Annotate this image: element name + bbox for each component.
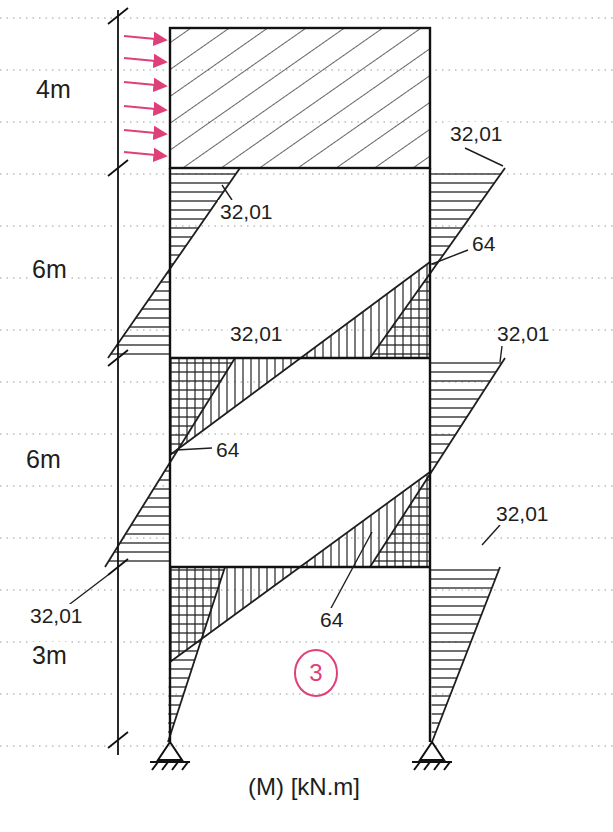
dimension-label: 4m: [34, 76, 73, 104]
moment-value: 32,01: [218, 200, 275, 223]
callout-number: 3: [307, 660, 324, 686]
moment-value: 32,01: [228, 322, 285, 345]
moment-value: 64: [214, 438, 241, 461]
dimension-label: 3m: [30, 642, 69, 670]
moment-value: 64: [470, 232, 497, 255]
diagram-caption: (M) [kN.m]: [246, 774, 362, 800]
moment-value: 32,01: [448, 122, 505, 145]
moment-value: 32,01: [495, 322, 552, 345]
moment-value: 32,01: [28, 604, 85, 627]
dimension-label: 6m: [24, 446, 63, 474]
dimension-label: 6m: [30, 256, 69, 284]
moment-value: 32,01: [494, 502, 551, 525]
moment-value: 64: [318, 608, 345, 631]
